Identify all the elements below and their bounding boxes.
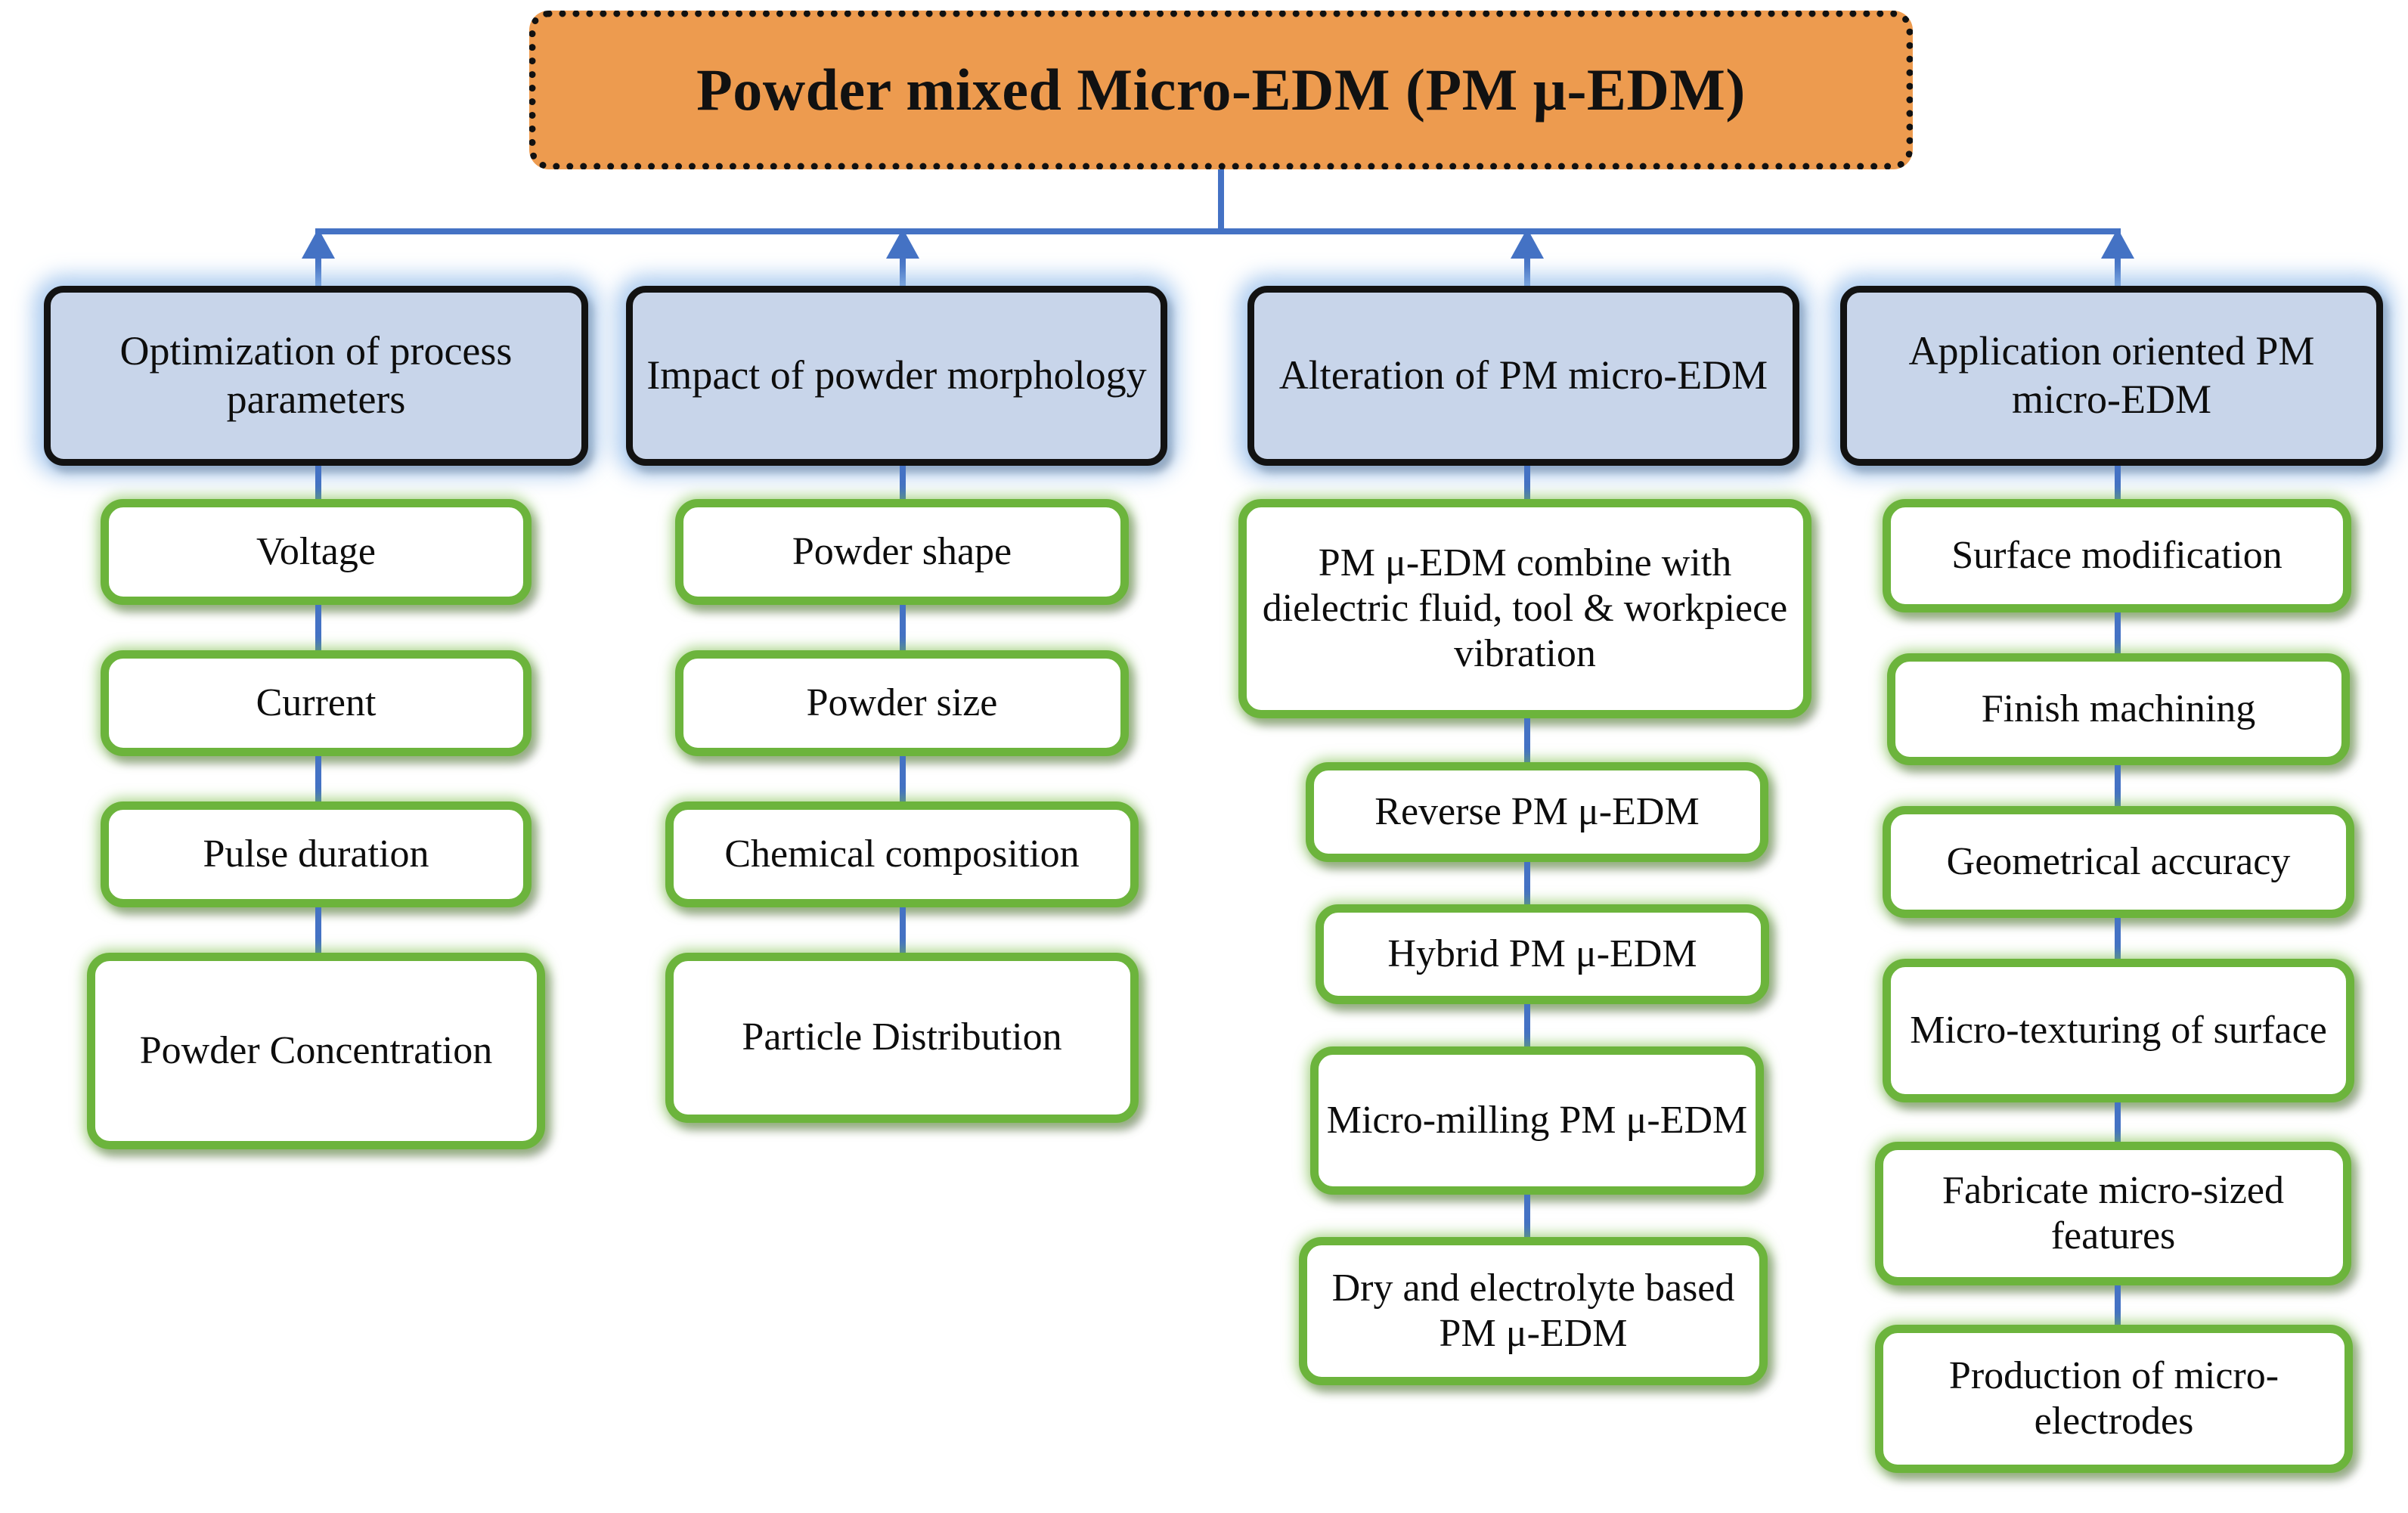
branch-connector-col1 [315, 228, 321, 296]
leaf-node-pm-edm-combine-with-vibration[interactable]: PM μ-EDM combine with dielectric fluid, … [1238, 499, 1811, 718]
category-node-impact-of-powder-morphology[interactable]: Impact of powder morphology [626, 286, 1167, 466]
trunk-connector [1218, 169, 1224, 231]
leaf-node-label: Voltage [256, 529, 376, 573]
leaf-node-voltage[interactable]: Voltage [101, 499, 531, 605]
category-node-label: Alteration of PM micro-EDM [1278, 352, 1768, 398]
leaf-node-dry-and-electrolyte-based-pm-edm[interactable]: Dry and electrolyte based PM μ-EDM [1299, 1237, 1768, 1385]
leaf-node-current[interactable]: Current [101, 650, 531, 756]
leaf-node-reverse-pm-edm[interactable]: Reverse PM μ-EDM [1306, 762, 1768, 862]
connector-c2-i1-to-i2 [900, 756, 906, 803]
arrow-up-icon-col1 [302, 228, 335, 259]
leaf-node-label: Fabricate micro-sized features [1942, 1168, 2284, 1257]
leaf-node-label: Finish machining [1981, 687, 2256, 730]
leaf-node-micro-milling-pm-edm[interactable]: Micro-milling PM μ-EDM [1310, 1046, 1764, 1195]
leaf-node-label: Micro-texturing of surface [1910, 1008, 2327, 1052]
connector-c1-i1-to-i2 [315, 756, 321, 803]
leaf-node-label: Surface modification [1951, 533, 2282, 577]
connector-c3-i3-to-i4 [1524, 1195, 1530, 1239]
leaf-node-label: Powder shape [792, 529, 1012, 573]
category-node-label: Optimization of process parameters [119, 328, 513, 422]
leaf-node-production-of-micro-electrodes[interactable]: Production of micro-electrodes [1875, 1325, 2353, 1473]
connector-c1-i2-to-i3 [315, 907, 321, 954]
leaf-node-powder-shape[interactable]: Powder shape [675, 499, 1129, 605]
leaf-node-finish-machining[interactable]: Finish machining [1887, 653, 2350, 765]
root-node-label: Powder mixed Micro-EDM (PM μ-EDM) [696, 57, 1746, 123]
connector-c1-i0-to-i1 [315, 605, 321, 652]
leaf-node-powder-size[interactable]: Powder size [675, 650, 1129, 756]
leaf-node-hybrid-pm-edm[interactable]: Hybrid PM μ-EDM [1316, 904, 1769, 1004]
leaf-node-label: Dry and electrolyte based PM μ-EDM [1331, 1266, 1735, 1355]
leaf-node-particle-distribution[interactable]: Particle Distribution [665, 953, 1139, 1123]
connector-c3-cat-to-i0 [1524, 466, 1530, 501]
connector-c4-cat-to-i0 [2115, 466, 2121, 501]
leaf-node-label: Chemical composition [724, 832, 1080, 876]
category-node-application-oriented-pm-micro-edm[interactable]: Application oriented PM micro-EDM [1840, 286, 2383, 466]
leaf-node-label: Geometrical accuracy [1946, 839, 2291, 883]
connector-c4-i1-to-i2 [2115, 765, 2121, 808]
arrow-up-icon-col4 [2101, 228, 2134, 259]
leaf-node-fabricate-micro-sized-features[interactable]: Fabricate micro-sized features [1875, 1142, 2351, 1285]
branch-connector-col4 [2115, 228, 2121, 296]
leaf-node-label: Micro-milling PM μ-EDM [1326, 1098, 1748, 1142]
connector-c3-i1-to-i2 [1524, 862, 1530, 906]
leaf-node-label: Pulse duration [203, 832, 429, 876]
connector-c4-i3-to-i4 [2115, 1102, 2121, 1143]
arrow-up-icon-col3 [1511, 228, 1544, 259]
leaf-node-label: Production of micro-electrodes [1948, 1353, 2279, 1443]
leaf-node-surface-modification[interactable]: Surface modification [1883, 499, 2351, 612]
connector-c4-i2-to-i3 [2115, 918, 2121, 960]
category-node-label: Impact of powder morphology [646, 352, 1147, 398]
leaf-node-pulse-duration[interactable]: Pulse duration [101, 801, 531, 907]
leaf-node-label: Powder Concentration [139, 1028, 493, 1072]
bus-connector [318, 228, 2121, 234]
leaf-node-label: PM μ-EDM combine with dielectric fluid, … [1262, 541, 1788, 676]
leaf-node-chemical-composition[interactable]: Chemical composition [665, 801, 1139, 907]
leaf-node-label: Reverse PM μ-EDM [1374, 789, 1700, 833]
branch-connector-col2 [900, 228, 906, 296]
connector-c3-i2-to-i3 [1524, 1004, 1530, 1048]
leaf-node-label: Hybrid PM μ-EDM [1387, 932, 1697, 975]
leaf-node-geometrical-accuracy[interactable]: Geometrical accuracy [1883, 806, 2354, 918]
category-node-label: Application oriented PM micro-EDM [1908, 328, 2315, 422]
root-node-powder-mixed-micro-edm[interactable]: Powder mixed Micro-EDM (PM μ-EDM) [529, 11, 1913, 169]
leaf-node-label: Current [256, 681, 377, 724]
connector-c2-cat-to-i0 [900, 466, 906, 501]
leaf-node-label: Powder size [806, 681, 998, 724]
leaf-node-micro-texturing-of-surface[interactable]: Micro-texturing of surface [1883, 959, 2354, 1102]
connector-c2-i2-to-i3 [900, 907, 906, 954]
connector-c3-i0-to-i1 [1524, 718, 1530, 764]
category-node-optimization-of-process-parameters[interactable]: Optimization of process parameters [44, 286, 588, 466]
connector-c1-cat-to-i0 [315, 466, 321, 501]
connector-c2-i0-to-i1 [900, 605, 906, 652]
branch-connector-col3 [1524, 228, 1530, 296]
leaf-node-powder-concentration[interactable]: Powder Concentration [87, 953, 545, 1149]
connector-c4-i0-to-i1 [2115, 612, 2121, 655]
arrow-up-icon-col2 [886, 228, 919, 259]
connector-c4-i4-to-i5 [2115, 1285, 2121, 1326]
category-node-alteration-of-pm-micro-edm[interactable]: Alteration of PM micro-EDM [1247, 286, 1799, 466]
leaf-node-label: Particle Distribution [742, 1015, 1062, 1059]
